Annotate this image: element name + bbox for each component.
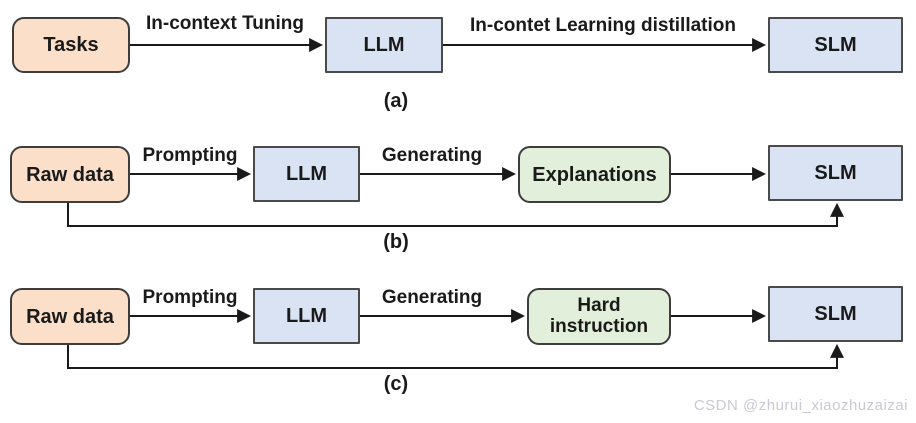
node-tasks: Tasks <box>12 17 130 73</box>
node-explanations: Explanations <box>518 146 671 203</box>
csdn-watermark: CSDN @zhurui_xiaozhuzaizai <box>693 397 908 414</box>
node-slm-c: SLM <box>768 286 903 342</box>
node-hard-instruction: Hard instruction <box>527 288 671 345</box>
row-label-b: (b) <box>383 231 409 253</box>
row-label-a: (a) <box>383 90 409 112</box>
row-label-c: (c) <box>383 373 409 395</box>
edge-label-generating-c: Generating <box>381 287 483 308</box>
node-llm-a: LLM <box>325 17 443 73</box>
arrow-b-raw-bypass-to-slm <box>67 202 844 227</box>
edge-label-prompting-c: Prompting <box>142 287 238 308</box>
node-llm-c: LLM <box>253 288 360 344</box>
edge-label-in-contet-learning-distillation: In-contet Learning distillation <box>470 15 736 36</box>
node-llm-b: LLM <box>253 146 360 202</box>
edge-label-in-context-tuning: In-context Tuning <box>146 13 304 34</box>
node-slm-a: SLM <box>768 17 903 73</box>
node-raw-data-b: Raw data <box>10 146 130 203</box>
node-slm-b: SLM <box>768 145 903 201</box>
edge-label-prompting-b: Prompting <box>142 145 238 166</box>
node-raw-data-c: Raw data <box>10 288 130 345</box>
edge-label-generating-b: Generating <box>381 145 483 166</box>
arrow-c-raw-bypass-to-slm <box>67 343 844 369</box>
